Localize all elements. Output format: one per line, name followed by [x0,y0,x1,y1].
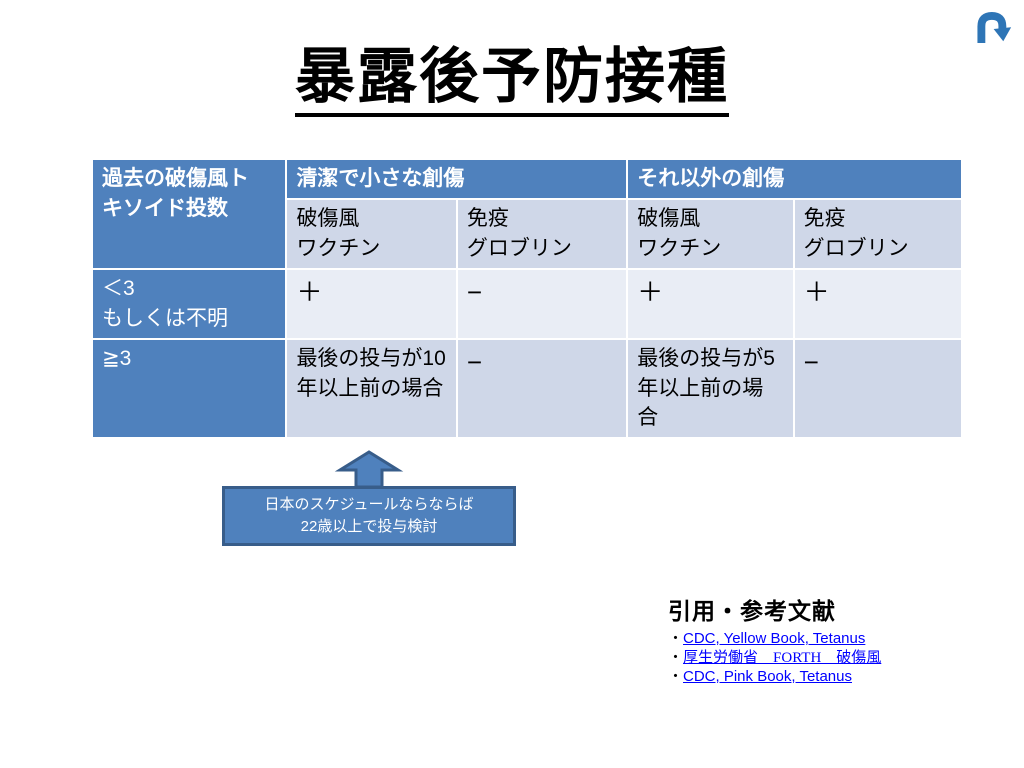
table-row: ＜3 もしくは不明 ＋ − ＋ ＋ [93,269,961,338]
cell-r1c3: ＋ [628,269,793,338]
callout-line-1: 日本のスケジュールならならば [264,495,474,513]
callout-line-2: 22歳以上で投与検討 [300,518,438,535]
references-heading: 引用・参考文献 [668,598,836,624]
cell-r2c3: 最後の投与が5年以上前の場合 [628,339,793,438]
up-arrow-icon [334,450,404,488]
table-subheader-vaccine-2: 破傷風 ワクチン [628,199,793,268]
table-group-header-other-wounds: それ以外の創傷 [628,160,961,198]
table-corner-header: 過去の破傷風ト キソイド投数 [93,160,286,268]
cell-r2c1: 最後の投与が10年以上前の場合 [287,339,456,438]
u-turn-arrow-icon [977,11,1012,43]
slide-title: 暴露後予防接種 [0,44,1024,117]
bullet: ・ [668,667,684,685]
table-subheader-vaccine-1: 破傷風 ワクチン [287,199,456,268]
table-group-header-clean-wounds: 清潔で小さな創傷 [287,160,627,198]
reference-link-cdc-pink-book[interactable]: CDC, Pink Book, Tetanus [683,667,852,685]
list-item: ・厚生労働省 FORTH 破傷風 [668,649,998,668]
reference-link-mhlw-forth[interactable]: 厚生労働省 FORTH 破傷風 [683,649,882,666]
cell-r1c4: ＋ [794,269,961,338]
cell-r2c2: − [457,339,627,438]
bullet: ・ [668,630,684,647]
references: 引用・参考文献 ・CDC, Yellow Book, Tetanus ・厚生労働… [668,592,998,686]
reference-link-cdc-yellow-book[interactable]: CDC, Yellow Book, Tetanus [683,630,866,647]
table-row: ≧3 最後の投与が10年以上前の場合 − 最後の投与が5年以上前の場合 − [93,339,961,438]
prophylaxis-table: 過去の破傷風ト キソイド投数 清潔で小さな創傷 それ以外の創傷 破傷風 ワクチン… [91,158,963,439]
cell-r2c4: − [794,339,961,438]
table-subheader-globulin-2: 免疫 グロブリン [794,199,961,268]
list-item: ・CDC, Yellow Book, Tetanus [668,630,998,649]
cell-r1c1: ＋ [287,269,456,338]
slide-title-text: 暴露後予防接種 [295,44,729,117]
table-subheader-globulin-1: 免疫 グロブリン [457,199,627,268]
cell-r1c2: − [457,269,627,338]
list-item: ・CDC, Pink Book, Tetanus [668,668,998,687]
callout: 日本のスケジュールならならば 22歳以上で投与検討 [222,450,516,546]
bullet: ・ [668,648,684,666]
row-label-gte3: ≧3 [93,339,286,438]
callout-box: 日本のスケジュールならならば 22歳以上で投与検討 [222,486,516,546]
row-label-lt3: ＜3 もしくは不明 [93,269,286,338]
